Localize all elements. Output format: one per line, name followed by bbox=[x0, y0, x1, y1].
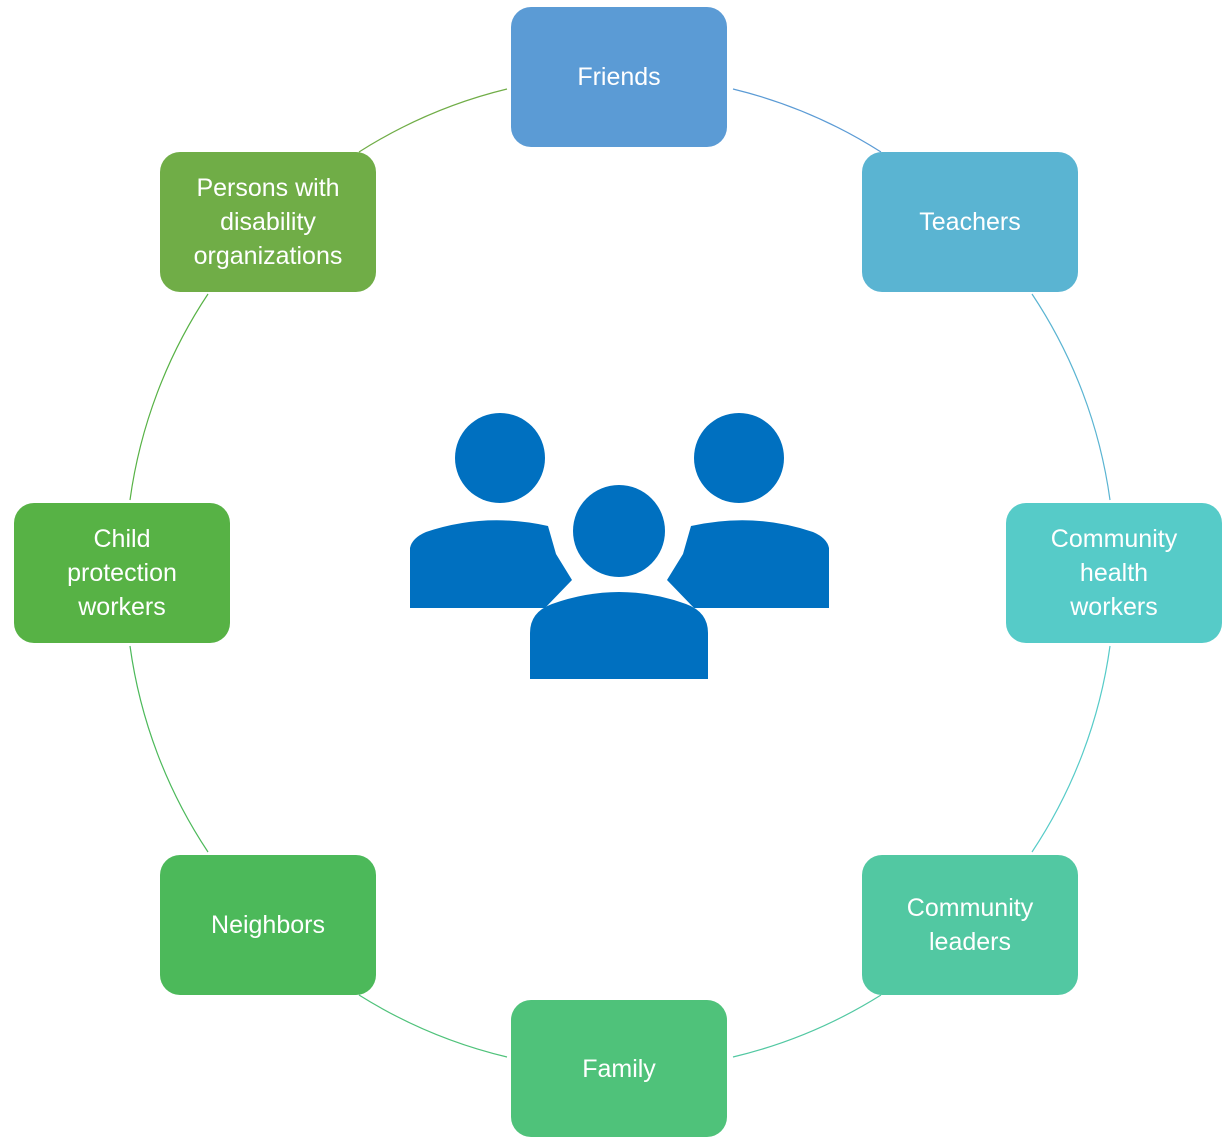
node-label: Child protection workers bbox=[67, 525, 177, 621]
connector-arc bbox=[129, 293, 209, 501]
connector-arc bbox=[358, 994, 508, 1058]
connector-arc bbox=[732, 88, 882, 153]
node-community-leaders: Community leaders bbox=[862, 855, 1078, 995]
node-friends: Friends bbox=[511, 7, 727, 147]
connector-arc bbox=[1031, 293, 1111, 501]
node-label: Teachers bbox=[919, 208, 1021, 236]
node-label: Neighbors bbox=[211, 911, 325, 939]
connector-arc bbox=[129, 645, 209, 853]
node-label: Family bbox=[582, 1054, 656, 1083]
connector-arc bbox=[358, 88, 508, 153]
node-label: Community leaders bbox=[906, 894, 1034, 956]
node-neighbors: Neighbors bbox=[160, 855, 376, 995]
node-community-health-workers: Community health workers bbox=[1006, 503, 1222, 643]
node-label: Persons with disability organizations bbox=[193, 174, 343, 270]
node-label: Friends bbox=[577, 63, 661, 91]
node-family: Family bbox=[511, 1000, 727, 1137]
connector-arc bbox=[732, 994, 882, 1058]
connector-arc bbox=[1031, 645, 1111, 853]
group-of-people-icon bbox=[410, 413, 829, 679]
node-child-protection-workers: Child protection workers bbox=[14, 503, 230, 643]
node-teachers: Teachers bbox=[862, 152, 1078, 292]
node-label: Community health workers bbox=[1050, 525, 1178, 621]
node-persons-with-disability-organizations: Persons with disability organizations bbox=[160, 152, 376, 292]
